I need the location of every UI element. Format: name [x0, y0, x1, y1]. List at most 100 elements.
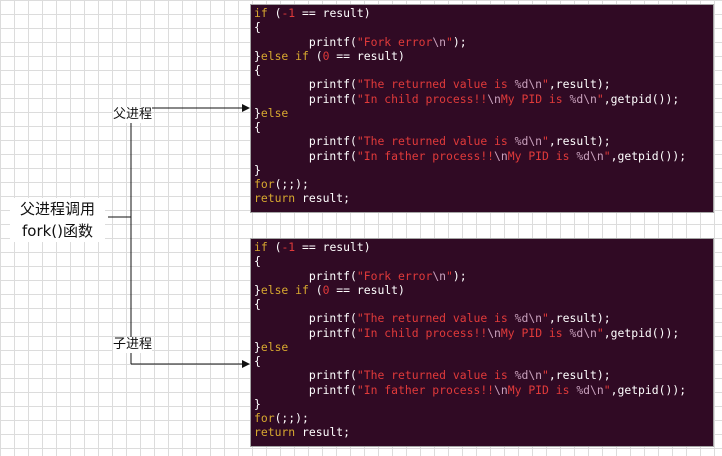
code-token: "The returned value is [356, 134, 515, 149]
code-line: { [254, 254, 713, 268]
code-token: " [596, 91, 604, 106]
code-token: printf( [254, 148, 357, 163]
code-token: "Fork error [356, 34, 433, 49]
code-token: { [254, 254, 261, 269]
code-token: %d\n [569, 325, 597, 340]
code-token: if [254, 6, 268, 20]
code-token: printf( [254, 134, 357, 149]
code-token: %d\n [576, 382, 604, 397]
code-line: if (-1 == result) [254, 240, 713, 254]
caller-label: 父进程调用 fork()函数 [10, 198, 105, 242]
code-line: { [254, 20, 713, 34]
code-token: My PID is [507, 382, 577, 397]
code-token: " [446, 34, 453, 49]
code-line: if (-1 == result) [254, 6, 713, 20]
code-token: ( [308, 282, 323, 297]
code-token: (;;); [274, 177, 309, 191]
code-token: ,getpid()); [603, 325, 680, 340]
code-token: "The returned value is [356, 77, 515, 92]
code-token: for [254, 411, 275, 425]
child-process-label: 子进程 [113, 337, 153, 353]
code-line: printf("The returned value is %d\n",resu… [254, 311, 713, 325]
code-token: %d\n [569, 91, 597, 106]
caller-label-line2: fork()函数 [21, 222, 94, 240]
code-token: -1 [281, 6, 296, 20]
code-token: %d\n [514, 134, 543, 149]
code-token: result; [295, 425, 351, 440]
code-token: %d\n [514, 311, 543, 326]
code-block-parent: if (-1 == result){ printf("Fork error\n"… [250, 4, 714, 213]
code-token: ,result); [548, 134, 611, 149]
code-line: }else if (0 == result) [254, 283, 713, 297]
code-token: "In father process!! [356, 382, 495, 397]
code-line: for(;;); [254, 177, 713, 191]
code-token: ,getpid()); [603, 91, 680, 106]
code-token: { [254, 20, 261, 35]
code-token: My PID is [500, 325, 570, 340]
code-token: == result) [295, 240, 371, 254]
code-line: return result; [254, 425, 713, 439]
code-line: } [254, 397, 713, 411]
code-token: ); [452, 34, 467, 49]
code-token: } [254, 339, 261, 354]
code-line: printf("In father process!!\nMy PID is %… [254, 149, 713, 163]
code-token: " [542, 368, 549, 383]
code-token: return [254, 425, 296, 440]
code-line: printf("Fork error\n"); [254, 35, 713, 49]
code-token: ); [452, 268, 467, 283]
code-token: ,getpid()); [610, 382, 687, 397]
code-token: printf( [254, 91, 357, 106]
code-line: { [254, 63, 713, 77]
code-block-child: if (-1 == result){ printf("Fork error\n"… [250, 238, 714, 447]
code-line: }else [254, 340, 713, 354]
code-token: \n [487, 325, 501, 340]
code-line: return result; [254, 191, 713, 205]
code-token: printf( [254, 368, 357, 383]
code-token: else if [260, 48, 309, 63]
code-token: "The returned value is [356, 368, 515, 383]
code-token: " [542, 77, 549, 92]
code-token: else [260, 339, 289, 354]
code-token: } [254, 282, 261, 297]
code-token: ,result); [548, 368, 611, 383]
code-token: ( [267, 240, 282, 254]
code-token: } [254, 162, 261, 177]
code-token: \n [432, 268, 447, 283]
code-token: -1 [281, 240, 296, 254]
code-token: for [254, 177, 275, 191]
code-token: My PID is [507, 148, 577, 163]
code-token: 0 [322, 48, 330, 63]
code-token: if [254, 240, 268, 254]
code-token: "In child process!! [356, 325, 488, 340]
code-token: "The returned value is [356, 311, 515, 326]
code-line: printf("Fork error\n"); [254, 269, 713, 283]
code-line: }else [254, 106, 713, 120]
code-line: printf("The returned value is %d\n",resu… [254, 77, 713, 91]
code-token: My PID is [500, 91, 570, 106]
code-token: == result) [329, 282, 405, 297]
code-line: printf("In father process!!\nMy PID is %… [254, 383, 713, 397]
code-token: " [542, 311, 549, 326]
code-token: printf( [254, 382, 357, 397]
code-line: printf("The returned value is %d\n",resu… [254, 134, 713, 148]
code-token: printf( [254, 77, 357, 92]
code-token: } [254, 396, 261, 411]
caller-label-line1: 父进程调用 [19, 200, 95, 218]
code-token: { [254, 297, 261, 311]
code-line: printf("In child process!!\nMy PID is %d… [254, 326, 713, 340]
parent-process-label: 父进程 [113, 107, 153, 123]
code-token: \n [487, 91, 501, 106]
code-token: return [254, 191, 296, 206]
code-token: %d\n [576, 148, 604, 163]
code-token: 0 [322, 282, 330, 297]
code-line: } [254, 163, 713, 177]
code-token: " [603, 382, 611, 397]
code-token: ( [308, 48, 323, 63]
code-token: %d\n [514, 368, 543, 383]
code-token: " [446, 268, 453, 283]
code-token: \n [494, 382, 508, 397]
code-token: ( [267, 6, 282, 20]
code-token: } [254, 105, 261, 120]
code-line: for(;;); [254, 411, 713, 425]
code-token: ,result); [548, 77, 611, 92]
